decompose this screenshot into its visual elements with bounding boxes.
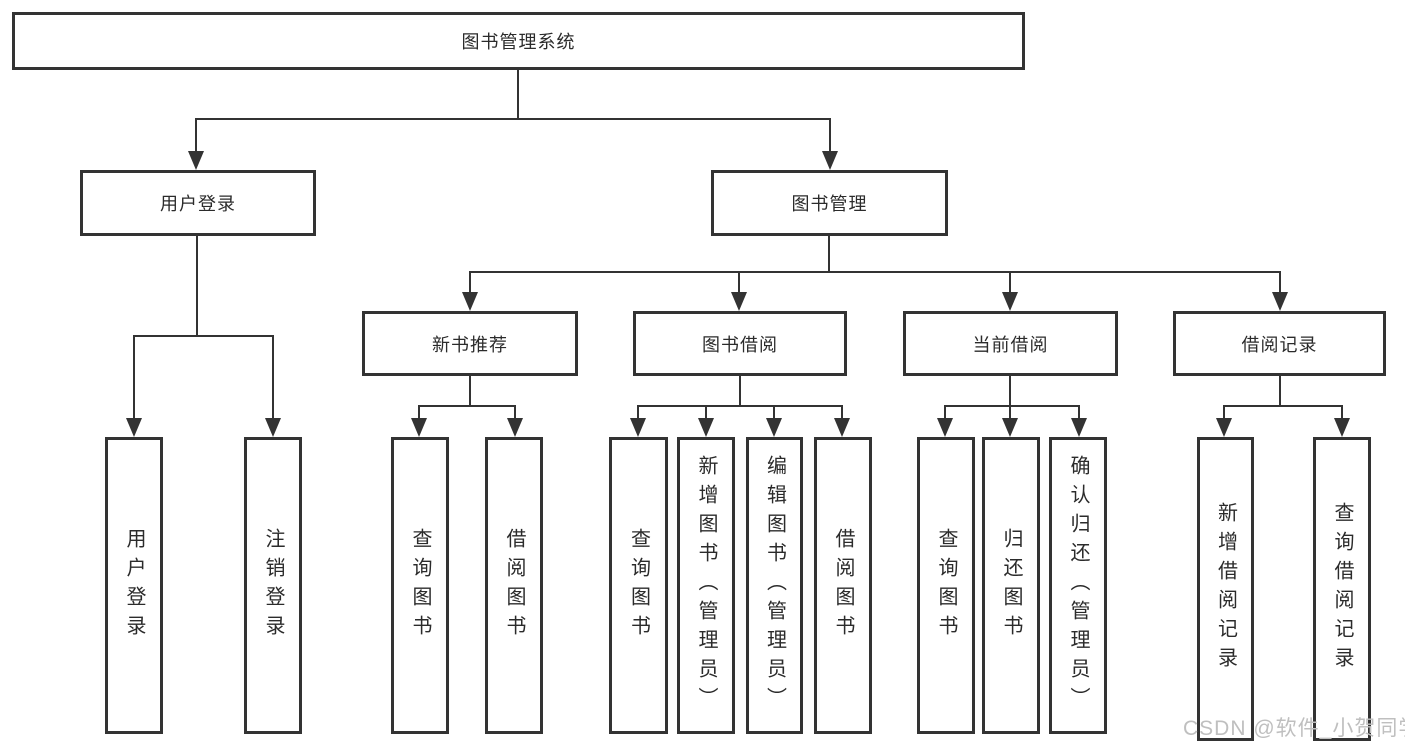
connector <box>739 376 741 407</box>
node-book-management: 图书管理 <box>711 170 948 236</box>
arrowhead-icon <box>1334 418 1350 437</box>
connector <box>1009 407 1011 420</box>
arrowhead-icon <box>1002 292 1018 311</box>
leaf-bb-edit-books-admin: 编辑图书（管理员） <box>746 437 803 734</box>
leaf-br-query-record: 查询借阅记录 <box>1313 437 1371 741</box>
leaf-user-login: 用户登录 <box>105 437 163 734</box>
arrowhead-icon <box>1272 292 1288 311</box>
leaf-label: 借阅图书 <box>503 527 525 644</box>
leaf-label: 注销登录 <box>262 527 284 644</box>
connector <box>514 407 516 420</box>
arrowhead-icon <box>937 418 953 437</box>
connector <box>517 70 519 120</box>
leaf-label: 新增借阅记录 <box>1214 502 1237 676</box>
connector <box>133 337 135 420</box>
leaf-label: 归还图书 <box>1000 527 1022 644</box>
connector <box>1223 405 1343 407</box>
node-current-borrow: 当前借阅 <box>903 311 1118 376</box>
connector <box>418 407 420 420</box>
leaf-logout: 注销登录 <box>244 437 302 734</box>
connector <box>944 405 1080 407</box>
arrowhead-icon <box>630 418 646 437</box>
watermark: CSDN @软件_小贺同学 <box>1183 717 1405 740</box>
connector <box>195 118 831 120</box>
leaf-label: 确认归还（管理员） <box>1067 455 1089 716</box>
connector <box>828 236 830 273</box>
connector <box>841 407 843 420</box>
leaf-label: 用户登录 <box>123 527 145 644</box>
leaf-cb-return-books: 归还图书 <box>982 437 1040 734</box>
connector <box>196 236 198 336</box>
arrowhead-icon <box>1002 418 1018 437</box>
connector <box>418 405 516 407</box>
connector <box>1341 407 1343 420</box>
leaf-bb-query-books: 查询图书 <box>609 437 668 734</box>
leaf-label: 查询借阅记录 <box>1331 502 1353 676</box>
arrowhead-icon <box>265 418 281 437</box>
arrowhead-icon <box>834 418 850 437</box>
connector <box>469 271 1281 273</box>
node-label: 借阅记录 <box>1241 334 1318 355</box>
node-label: 当前借阅 <box>972 334 1049 355</box>
connector <box>637 407 639 420</box>
leaf-label: 查询图书 <box>935 527 957 644</box>
connector <box>773 407 775 420</box>
leaf-label: 查询图书 <box>409 527 431 644</box>
leaf-nb-query-books: 查询图书 <box>391 437 449 734</box>
arrowhead-icon <box>822 151 838 170</box>
leaf-br-add-record: 新增借阅记录 <box>1197 437 1254 741</box>
connector <box>1279 376 1281 407</box>
connector <box>469 273 471 293</box>
arrowhead-icon <box>1216 418 1232 437</box>
arrowhead-icon <box>731 292 747 311</box>
connector <box>738 273 740 293</box>
connector <box>133 335 274 337</box>
connector <box>944 407 946 420</box>
connector <box>1078 407 1080 420</box>
arrowhead-icon <box>1071 418 1087 437</box>
node-label: 图书管理 <box>791 194 868 214</box>
node-root-label: 图书管理系统 <box>461 32 576 52</box>
connector <box>1223 407 1225 420</box>
leaf-bb-borrow-books: 借阅图书 <box>814 437 872 734</box>
node-label: 图书借阅 <box>702 334 778 355</box>
leaf-bb-add-books-admin: 新增图书（管理员） <box>677 437 735 734</box>
arrowhead-icon <box>766 418 782 437</box>
leaf-label: 查询图书 <box>627 527 650 644</box>
leaf-cb-confirm-return-admin: 确认归还（管理员） <box>1049 437 1107 734</box>
node-label: 新书推荐 <box>432 334 508 355</box>
leaf-label: 新增图书（管理员） <box>695 455 717 716</box>
arrowhead-icon <box>188 151 204 170</box>
arrowhead-icon <box>698 418 714 437</box>
connector <box>829 120 831 153</box>
connector <box>1009 376 1011 407</box>
node-user-login: 用户登录 <box>80 170 316 236</box>
node-borrow-record: 借阅记录 <box>1173 311 1386 376</box>
arrowhead-icon <box>507 418 523 437</box>
connector <box>1279 273 1281 293</box>
node-label: 用户登录 <box>160 194 236 214</box>
node-book-borrow: 图书借阅 <box>633 311 847 376</box>
arrowhead-icon <box>126 418 142 437</box>
node-root: 图书管理系统 <box>12 12 1025 70</box>
node-new-book-recommend: 新书推荐 <box>362 311 578 376</box>
arrowhead-icon <box>462 292 478 311</box>
connector <box>195 120 197 153</box>
leaf-label: 借阅图书 <box>832 527 854 644</box>
connector <box>469 376 471 407</box>
connector <box>272 337 274 420</box>
connector <box>705 407 707 420</box>
leaf-nb-borrow-books: 借阅图书 <box>485 437 543 734</box>
leaf-cb-query-books: 查询图书 <box>917 437 975 734</box>
arrowhead-icon <box>411 418 427 437</box>
connector <box>1009 273 1011 293</box>
connector <box>637 405 843 407</box>
leaf-label: 编辑图书（管理员） <box>763 455 786 716</box>
